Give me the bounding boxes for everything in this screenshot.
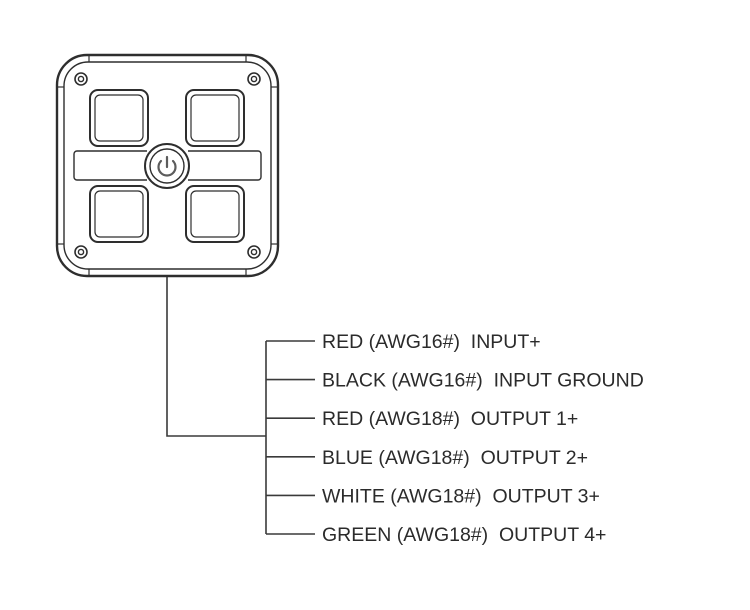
wire-label: WHITE (AWG18#) OUTPUT 3+ [322, 485, 600, 507]
power-button[interactable] [144, 143, 190, 189]
label-bar-left [73, 150, 147, 181]
screw-icon [74, 72, 88, 86]
wire-label: BLUE (AWG18#) OUTPUT 2+ [322, 447, 588, 469]
wire-harness [265, 340, 315, 535]
button-bottom-left[interactable] [89, 185, 149, 243]
switch-panel [55, 53, 280, 278]
label-bar-right [188, 150, 262, 181]
screw-icon [74, 245, 88, 259]
wire-label-list: RED (AWG16#) INPUT+ BLACK (AWG16#) INPUT … [322, 331, 644, 546]
cable-trunk [166, 277, 266, 437]
wire-label: GREEN (AWG18#) OUTPUT 4+ [322, 524, 606, 546]
button-top-right[interactable] [185, 89, 245, 147]
power-icon [157, 155, 177, 177]
wire-label: RED (AWG16#) INPUT+ [322, 331, 541, 353]
button-bottom-right[interactable] [185, 185, 245, 243]
panel-housing-outer [55, 53, 280, 278]
screw-icon [247, 72, 261, 86]
wire-label: RED (AWG18#) OUTPUT 1+ [322, 408, 578, 430]
screw-icon [247, 245, 261, 259]
button-top-left[interactable] [89, 89, 149, 147]
wire-label: BLACK (AWG16#) INPUT GROUND [322, 370, 644, 392]
panel-housing-inner [63, 61, 272, 270]
